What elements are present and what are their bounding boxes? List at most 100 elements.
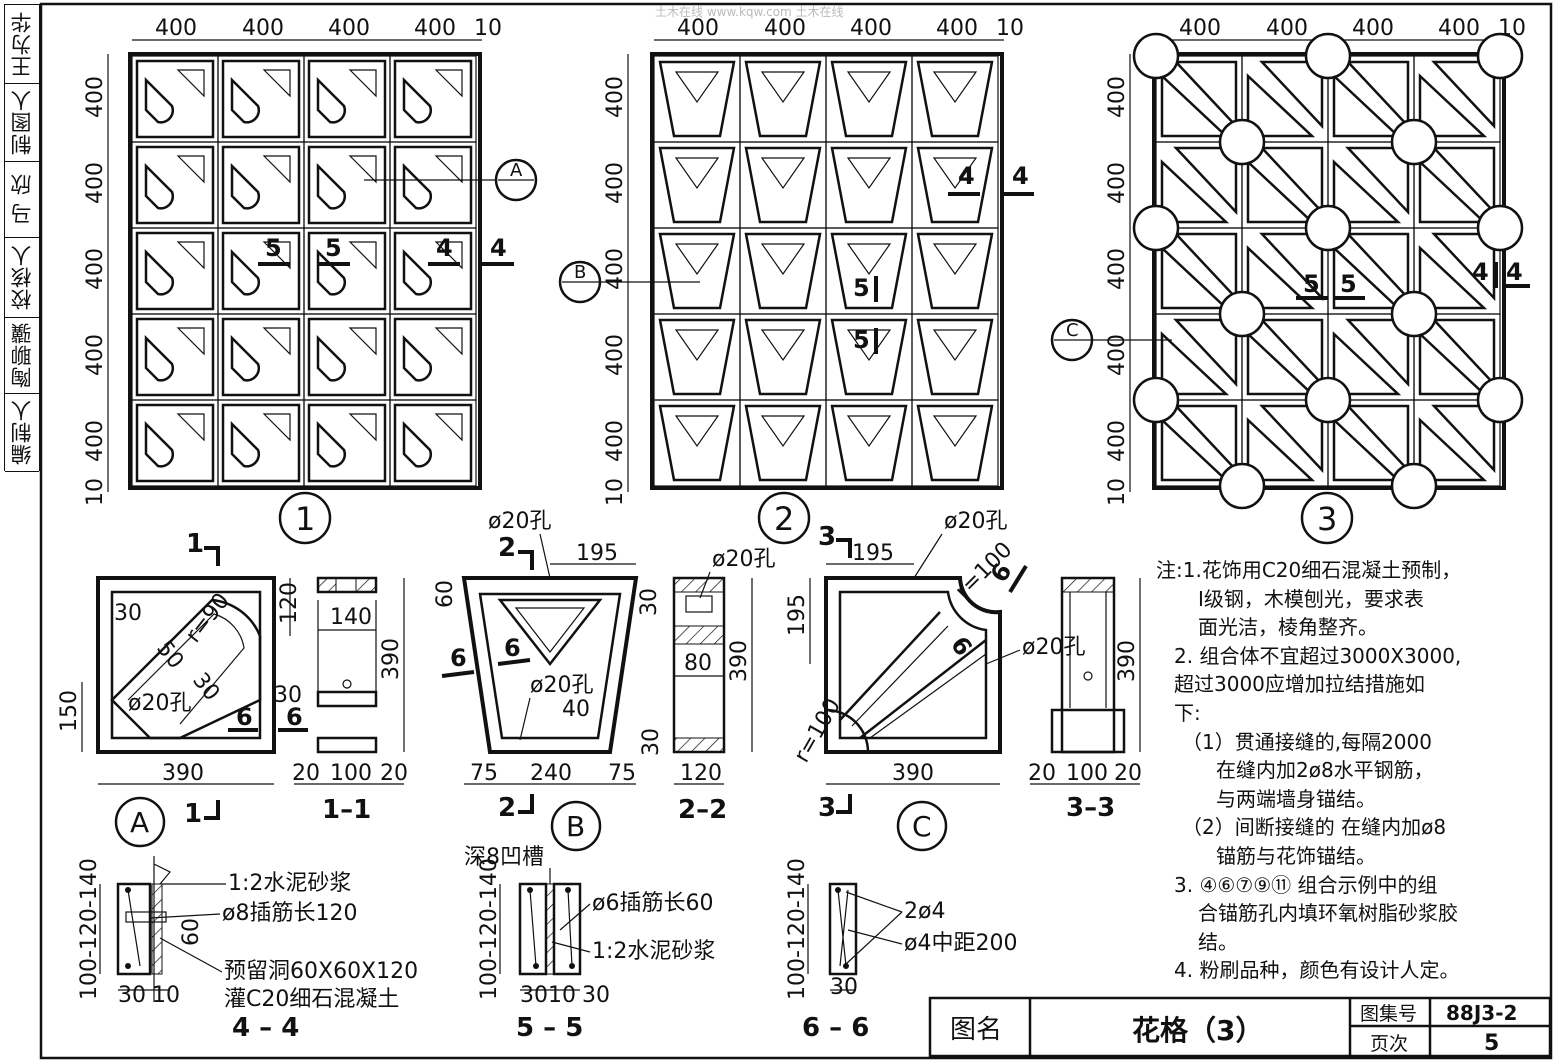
- detail-C: 3 195 ø20孔 r=100 6 6 195 ø20孔 r=100 390 …: [785, 509, 1085, 852]
- watermark: 土木在线 www.kqw.com 土木在线: [655, 5, 844, 19]
- svg-text:2: 2: [498, 533, 516, 563]
- panel-2-top-dims: 400 400 400 400 10: [654, 16, 1024, 41]
- svg-text:30: 30: [114, 601, 142, 626]
- svg-text:ø8插筋长120: ø8插筋长120: [222, 901, 357, 926]
- sig-cell-2: 制图人: [5, 83, 39, 162]
- svg-text:6: 6: [504, 634, 521, 662]
- dim-x2: 400: [242, 16, 284, 41]
- svg-text:400: 400: [1179, 16, 1221, 41]
- svg-text:400: 400: [603, 248, 628, 290]
- svg-text:30: 30: [637, 588, 662, 616]
- svg-text:深8凹槽: 深8凹槽: [464, 845, 544, 870]
- svg-text:400: 400: [1105, 420, 1130, 462]
- svg-text:ø4中距200: ø4中距200: [904, 931, 1017, 956]
- section-2-2-label: 2–2: [678, 795, 727, 825]
- dim-x5: 10: [474, 16, 502, 41]
- panel-2-label: 2: [774, 500, 794, 538]
- panel-1-top-dims: 400 400 400 400 10: [132, 16, 502, 41]
- svg-text:ø20孔: ø20孔: [1022, 635, 1085, 660]
- svg-text:390: 390: [1115, 640, 1140, 682]
- dim-y4: 400: [83, 334, 108, 376]
- svg-text:10: 10: [548, 983, 576, 1008]
- svg-text:6: 6: [945, 631, 978, 661]
- svg-text:ø20孔: ø20孔: [944, 509, 1007, 534]
- section-3-3-label: 3–3: [1066, 793, 1115, 823]
- note-line: Ⅰ级钢，木模刨光，要求表: [1198, 586, 1424, 611]
- svg-text:3: 3: [818, 522, 836, 552]
- svg-text:100: 100: [330, 761, 372, 786]
- dim-y3: 400: [83, 248, 108, 290]
- mark-5a: 5: [265, 234, 282, 262]
- svg-text:4: 4: [1472, 258, 1489, 286]
- notes-block: 注:1.花饰用C20细石混凝土预制， Ⅰ级钢，木模刨光，要求表 面光洁，棱角整齐…: [1156, 556, 1546, 985]
- svg-text:r=90: r=90: [181, 589, 235, 648]
- svg-text:400: 400: [603, 334, 628, 376]
- svg-text:ø20孔: ø20孔: [530, 673, 593, 698]
- svg-text:20: 20: [1028, 761, 1056, 786]
- svg-text:400: 400: [1105, 334, 1130, 376]
- section-1-1-label: 1–1: [322, 795, 371, 825]
- panel-2: 400 400 400 400 10 400 400 400 400 400 1…: [558, 16, 1034, 545]
- svg-text:400: 400: [850, 16, 892, 41]
- svg-text:195: 195: [785, 594, 810, 636]
- svg-text:400: 400: [1438, 16, 1480, 41]
- section-5-5: 深8凹槽 100-120-140 ø6插筋长60 1:2水泥砂浆 30 10 3…: [464, 845, 715, 1043]
- dim-y2: 400: [83, 162, 108, 204]
- svg-text:30: 30: [274, 683, 302, 708]
- panel-3-left-dims: 400 400 400 400 400 10: [1105, 54, 1131, 506]
- section-6-6-label: 6 – 6: [802, 1013, 869, 1043]
- svg-text:75: 75: [470, 761, 498, 786]
- svg-text:75: 75: [608, 761, 636, 786]
- panel-3-section-marks: 5 5 4 4: [1296, 258, 1530, 300]
- svg-text:20: 20: [292, 761, 320, 786]
- svg-text:4: 4: [1012, 162, 1029, 190]
- svg-text:1: 1: [184, 799, 202, 829]
- svg-text:灌C20细石混凝土: 灌C20细石混凝土: [224, 987, 399, 1012]
- note-line: 注:1.花饰用C20细石混凝土预制，: [1156, 558, 1462, 582]
- panel-3-label-circle: [1300, 491, 1354, 545]
- note-line: 2. 组合体不宜超过3000X3000,: [1174, 643, 1462, 668]
- svg-text:400: 400: [1105, 248, 1130, 290]
- svg-text:ø6插筋长60: ø6插筋长60: [592, 891, 713, 916]
- svg-text:r=100: r=100: [790, 694, 846, 767]
- svg-text:6: 6: [236, 703, 253, 731]
- dim-y5: 400: [83, 420, 108, 462]
- svg-text:30: 30: [830, 975, 858, 1000]
- svg-text:60: 60: [433, 580, 458, 608]
- note-line: 超过3000应增加拉结措施如: [1174, 672, 1425, 697]
- svg-text:400: 400: [764, 16, 806, 41]
- sig-cell-3: 马 欣: [5, 161, 39, 238]
- panel-1-label: 1: [295, 500, 315, 538]
- panel-2-left-dims: 400 400 400 400 400 10: [603, 54, 629, 506]
- note-line: 与两端墙身锚结。: [1216, 786, 1376, 811]
- section-6-6: 100-120-140 2ø4 ø4中距200 30 6 – 6: [785, 858, 1017, 1043]
- callout-B: [558, 260, 602, 304]
- sig-cell-1: 王为华: [5, 5, 39, 84]
- panel-3-pattern: [1132, 32, 1524, 510]
- section-5-5-label: 5 – 5: [516, 1013, 583, 1043]
- detail-B: ø20孔 2 195 60 30 6 6 ø20孔 40 30 75 240 7…: [433, 509, 664, 852]
- svg-text:100: 100: [1066, 761, 1108, 786]
- section-2-2: ø20孔 80 390 120 2–2: [672, 547, 775, 825]
- svg-text:240: 240: [530, 761, 572, 786]
- svg-text:6: 6: [450, 644, 467, 672]
- sheet-border: [39, 2, 1553, 1060]
- svg-text:1:2水泥砂浆: 1:2水泥砂浆: [592, 939, 715, 964]
- signature-strip: 王为华 制图人 马 欣 校核人 陶聊骥 编制人: [4, 4, 40, 472]
- note-line: （2）间断接缝的 在缝内加ø8: [1182, 815, 1447, 840]
- svg-text:120: 120: [277, 582, 302, 624]
- callout-C: [1050, 318, 1094, 362]
- panel-1-section-marks: 5 5 4 4: [258, 234, 514, 266]
- mark-4b: 4: [490, 234, 507, 262]
- svg-text:10: 10: [1105, 478, 1130, 506]
- svg-text:140: 140: [330, 605, 372, 630]
- panel-1: 400 400 400 400 10 400 400 400 400 400 1…: [83, 16, 538, 545]
- svg-text:5: 5: [853, 326, 870, 354]
- atlas-label: 图集号: [1360, 1003, 1417, 1025]
- sig-cell-5: 陶聊骥: [5, 317, 39, 394]
- svg-text:5: 5: [1303, 270, 1320, 298]
- svg-text:30: 30: [520, 983, 548, 1008]
- svg-text:390: 390: [892, 761, 934, 786]
- svg-text:ø20孔: ø20孔: [128, 691, 191, 716]
- svg-text:10: 10: [152, 983, 180, 1008]
